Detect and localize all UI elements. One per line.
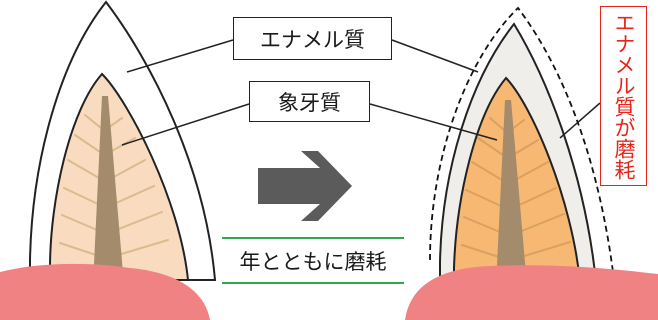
caption-bottom-rule xyxy=(222,282,404,284)
dentin-leader-right xyxy=(369,103,498,141)
young-tooth-canals xyxy=(59,114,169,256)
young-tooth xyxy=(0,0,217,320)
wear-leader xyxy=(559,102,601,139)
young-tooth-gum xyxy=(0,263,210,320)
caption: 年とともに磨耗 xyxy=(239,249,387,274)
enamel-leader-right xyxy=(391,39,479,73)
original-enamel-outline xyxy=(429,6,615,281)
dentin-leader-left xyxy=(121,103,250,146)
caption-top-rule xyxy=(222,237,404,239)
worn-tooth xyxy=(405,6,658,320)
right-arrow-icon xyxy=(258,151,352,221)
worn-tooth-pulp xyxy=(496,100,527,286)
leader-lines xyxy=(121,39,601,146)
enamel-label: エナメル質 xyxy=(233,17,392,60)
worn-tooth-gum xyxy=(405,265,658,320)
young-tooth-dentin xyxy=(49,72,190,281)
enamel-leader-left xyxy=(126,39,234,73)
enamel-worn-label: エナメル質が磨耗 xyxy=(600,6,647,186)
caption-block: 年とともに磨耗 xyxy=(222,237,404,284)
young-tooth-pulp xyxy=(93,96,124,285)
dentin-label: 象牙質 xyxy=(249,81,370,122)
